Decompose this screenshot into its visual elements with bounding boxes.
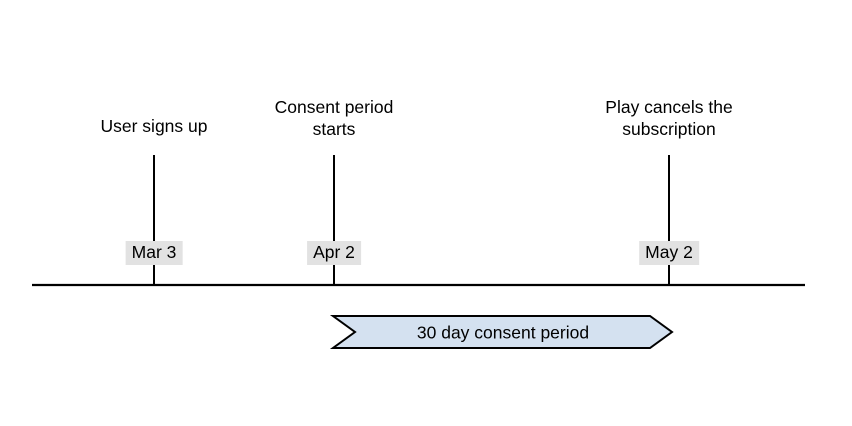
milestone-date-signup: Mar 3	[125, 241, 183, 265]
milestone-label-consent-start: Consent period starts	[274, 97, 394, 139]
milestone-label-play-cancels: Play cancels the subscription	[605, 97, 733, 139]
milestone-date-play-cancels: May 2	[639, 241, 699, 265]
milestone-date-consent-start: Apr 2	[307, 241, 361, 265]
consent-period-banner-label: 30 day consent period	[416, 322, 590, 343]
consent-period-banner-shape	[329, 315, 674, 349]
milestone-label-signup: User signs up	[100, 116, 208, 136]
